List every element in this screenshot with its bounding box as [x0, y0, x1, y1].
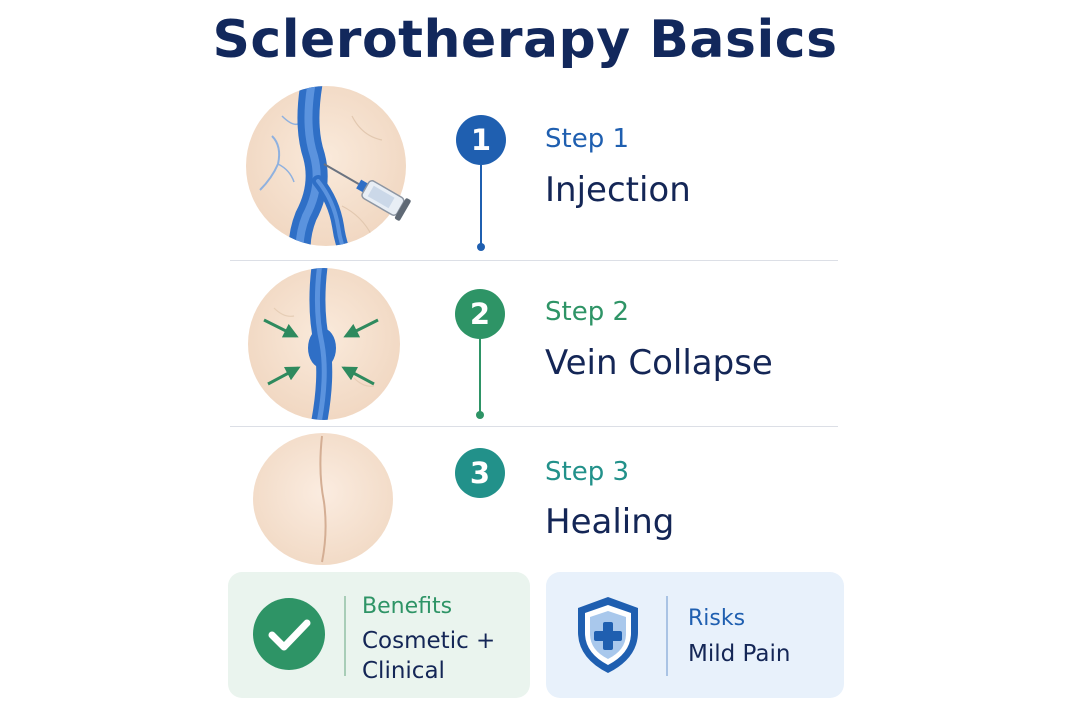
benefits-value-line1: Cosmetic + — [362, 628, 496, 654]
benefits-card: Benefits Cosmetic + Clinical — [228, 572, 530, 698]
step-2-badge: 2 — [455, 289, 505, 339]
benefits-separator — [344, 596, 346, 676]
risks-value: Mild Pain — [688, 641, 791, 667]
shield-plus-icon — [578, 597, 638, 673]
step-1-connector-dot — [477, 243, 485, 251]
page-title: Sclerotherapy Basics — [212, 10, 838, 70]
step-divider-2 — [230, 426, 838, 427]
step-1-label: Step 1 — [545, 124, 630, 154]
step-1-title: Injection — [545, 170, 691, 210]
step-3-badge: 3 — [455, 448, 505, 498]
risks-card: Risks Mild Pain — [546, 572, 844, 698]
step-2-connector — [479, 339, 481, 413]
step-2-label: Step 2 — [545, 297, 630, 327]
checkmark-icon — [253, 598, 325, 670]
healed-skin-illustration — [253, 433, 393, 565]
vein-collapse-illustration — [248, 268, 400, 420]
risks-separator — [666, 596, 668, 676]
step-3-title: Healing — [545, 502, 675, 542]
step-1-badge: 1 — [456, 115, 506, 165]
benefits-label: Benefits — [362, 594, 453, 619]
step-divider-1 — [230, 260, 838, 261]
step-3-label: Step 3 — [545, 457, 630, 487]
benefits-value-line2: Clinical — [362, 658, 445, 684]
risks-label: Risks — [688, 606, 746, 631]
step-2-connector-dot — [476, 411, 484, 419]
step-1-connector — [480, 165, 482, 245]
injection-illustration — [246, 86, 411, 246]
step-2-title: Vein Collapse — [545, 343, 773, 383]
